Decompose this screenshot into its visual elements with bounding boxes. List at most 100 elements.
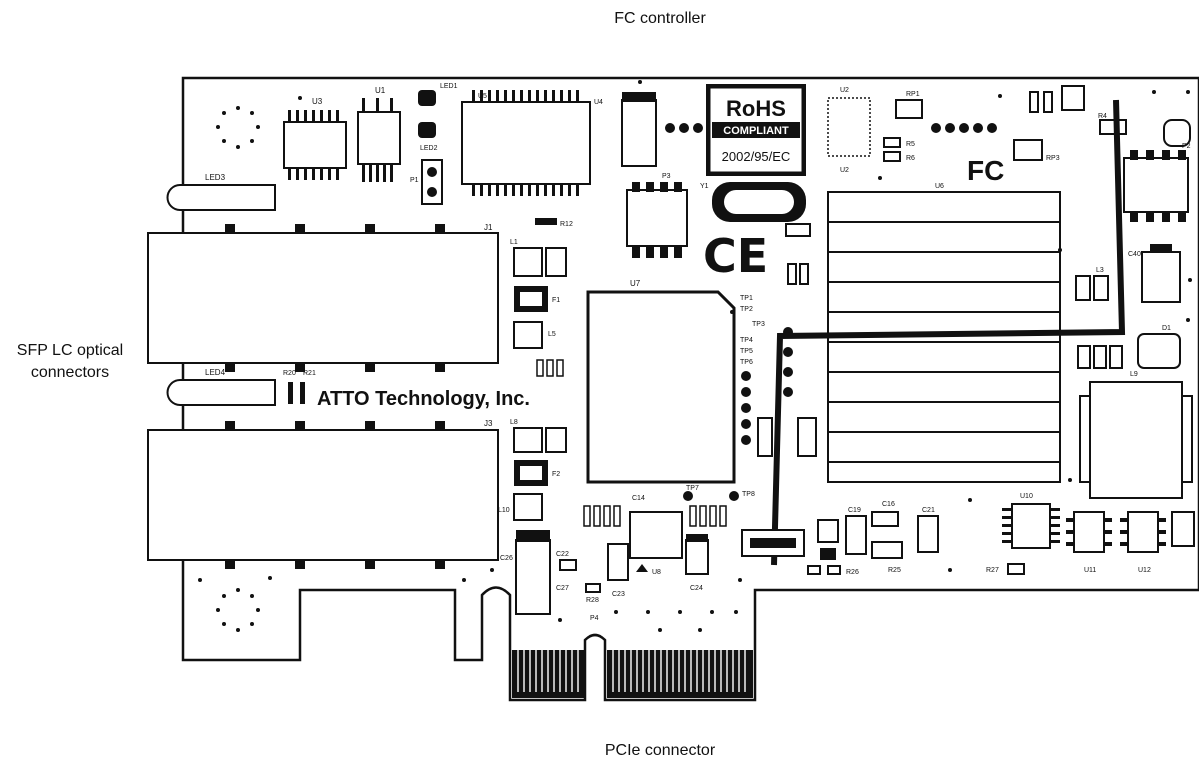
svg-text:U3: U3 [312,97,323,106]
bottom-caps-left: C26 C27 C22 C23 R28 C24 P4 [500,530,709,622]
ic-u8: U8 [629,511,683,576]
svg-text:F1: F1 [552,297,560,304]
svg-text:FC: FC [967,155,1004,186]
resistor-pack-rp3: RP3 [1013,139,1060,162]
scattered-vias [198,80,1192,632]
svg-text:R6: R6 [906,155,915,162]
inductor-l9: L9 [1079,371,1193,499]
svg-text:U2: U2 [840,87,849,94]
svg-text:P2: P2 [1182,143,1191,150]
r5-r6: R5 R6 [883,137,915,162]
pcie-edge-fingers [512,650,753,698]
svg-text:U5: U5 [478,93,487,100]
top-right-parts: R4 [1029,85,1191,147]
svg-text:C14: C14 [632,495,645,502]
sfp-cage-j3: J3 [147,419,499,569]
sfp-cage-j1: J1 [147,223,499,372]
svg-text:U11: U11 [1084,567,1096,574]
svg-text:L10: L10 [498,507,510,514]
svg-text:Y1: Y1 [700,183,709,190]
svg-text:R20: R20 [283,370,296,377]
svg-text:TP1: TP1 [740,295,753,302]
mounting-hole-top [216,106,260,149]
svg-text:C23: C23 [612,591,625,598]
svg-text:COMPLIANT: COMPLIANT [723,125,789,137]
svg-text:LED4: LED4 [205,368,226,377]
svg-text:LED2: LED2 [420,145,438,152]
svg-text:R21: R21 [303,370,316,377]
r20-r21-labels: R20 R21 [283,370,316,404]
heavy-traces [771,99,1126,566]
ic-u3: U3 [283,97,347,180]
ic-u11: U11 [1066,511,1112,574]
led4-light-pipe: LED4 [166,368,276,406]
svg-text:D1: D1 [1162,325,1171,332]
fc-controller-u7[interactable]: U7 [586,279,736,484]
ic-u10: U10 R27 [986,493,1060,575]
passives-near-u7-top [757,223,817,457]
svg-text:TP8: TP8 [742,491,755,498]
svg-text:TP7: TP7 [686,485,699,492]
svg-text:TP2: TP2 [740,306,753,313]
svg-text:U7: U7 [630,279,641,288]
svg-text:F2: F2 [552,471,560,478]
svg-text:U12: U12 [1138,567,1151,574]
rohs-logo: RoHS COMPLIANT 2002/95/EC [706,84,806,176]
passives-left-of-u7: L1 F1 L5 L8 F2 L10 [498,239,567,521]
svg-text:C22: C22 [556,551,569,558]
svg-text:C24: C24 [690,585,703,592]
svg-text:R28: R28 [586,597,599,604]
led1-led2: LED1 LED2 [418,83,458,152]
svg-text:J1: J1 [484,223,493,232]
svg-text:P1: P1 [410,177,419,184]
cap-block-top [621,92,703,167]
ce-mark: CE [703,229,768,283]
svg-text:CE: CE [703,229,768,283]
c14-group: C14 [583,495,727,527]
svg-text:R25: R25 [888,567,901,574]
svg-text:RP3: RP3 [1046,155,1060,162]
svg-text:R27: R27 [986,567,999,574]
svg-text:RP1: RP1 [906,91,920,98]
connector-p2: P2 [1123,143,1191,222]
svg-text:TP4: TP4 [740,337,753,344]
connector-p3: P3 [626,173,688,258]
svg-text:R4: R4 [1098,113,1107,120]
svg-text:R26: R26 [846,569,859,576]
ic-u12: U12 [1120,511,1195,574]
svg-text:LED3: LED3 [205,173,226,182]
svg-text:C26: C26 [500,555,513,562]
bottom-middle-parts: C19 C16 R25 R26 C21 [807,501,939,576]
led3-light-pipe: LED3 [166,173,276,211]
svg-text:C27: C27 [556,585,569,592]
fc-controller-callout: FC controller [614,10,706,27]
mounting-hole-bottom [216,588,260,632]
brand-silkscreen: ATTO Technology, Inc. [317,388,530,410]
crystal-y1: Y1 [700,182,806,222]
sfp-connectors-callout: SFP LC optical connectors [0,340,140,384]
svg-text:U8: U8 [652,569,661,576]
svg-text:LED1: LED1 [440,83,458,90]
test-points: TP1 TP2 TP3 TP4 TP5 TP6 TP7 TP8 [683,295,793,501]
ic-u1: U1 [357,86,401,182]
svg-text:U4: U4 [594,99,603,106]
svg-text:TP3: TP3 [752,321,765,328]
svg-text:2002/95/EC: 2002/95/EC [722,149,791,164]
fc-logo: FC [967,155,1004,186]
svg-text:L3: L3 [1096,267,1104,274]
svg-text:R12: R12 [560,221,573,228]
svg-text:TP6: TP6 [740,359,753,366]
via-row-top [931,123,997,133]
svg-text:P3: P3 [662,173,671,180]
svg-text:L1: L1 [510,239,518,246]
pcie-connector-callout: PCIe connector [604,742,716,759]
ic-u2: U2 U2 [827,87,871,174]
svg-text:U10: U10 [1020,493,1033,500]
svg-text:L9: L9 [1130,371,1138,378]
svg-text:P4: P4 [590,615,599,622]
jumper-near-u8 [741,529,805,557]
resistor-pack-rp1: RP1 [895,91,923,119]
svg-text:L5: L5 [548,331,556,338]
svg-text:C19: C19 [848,507,861,514]
